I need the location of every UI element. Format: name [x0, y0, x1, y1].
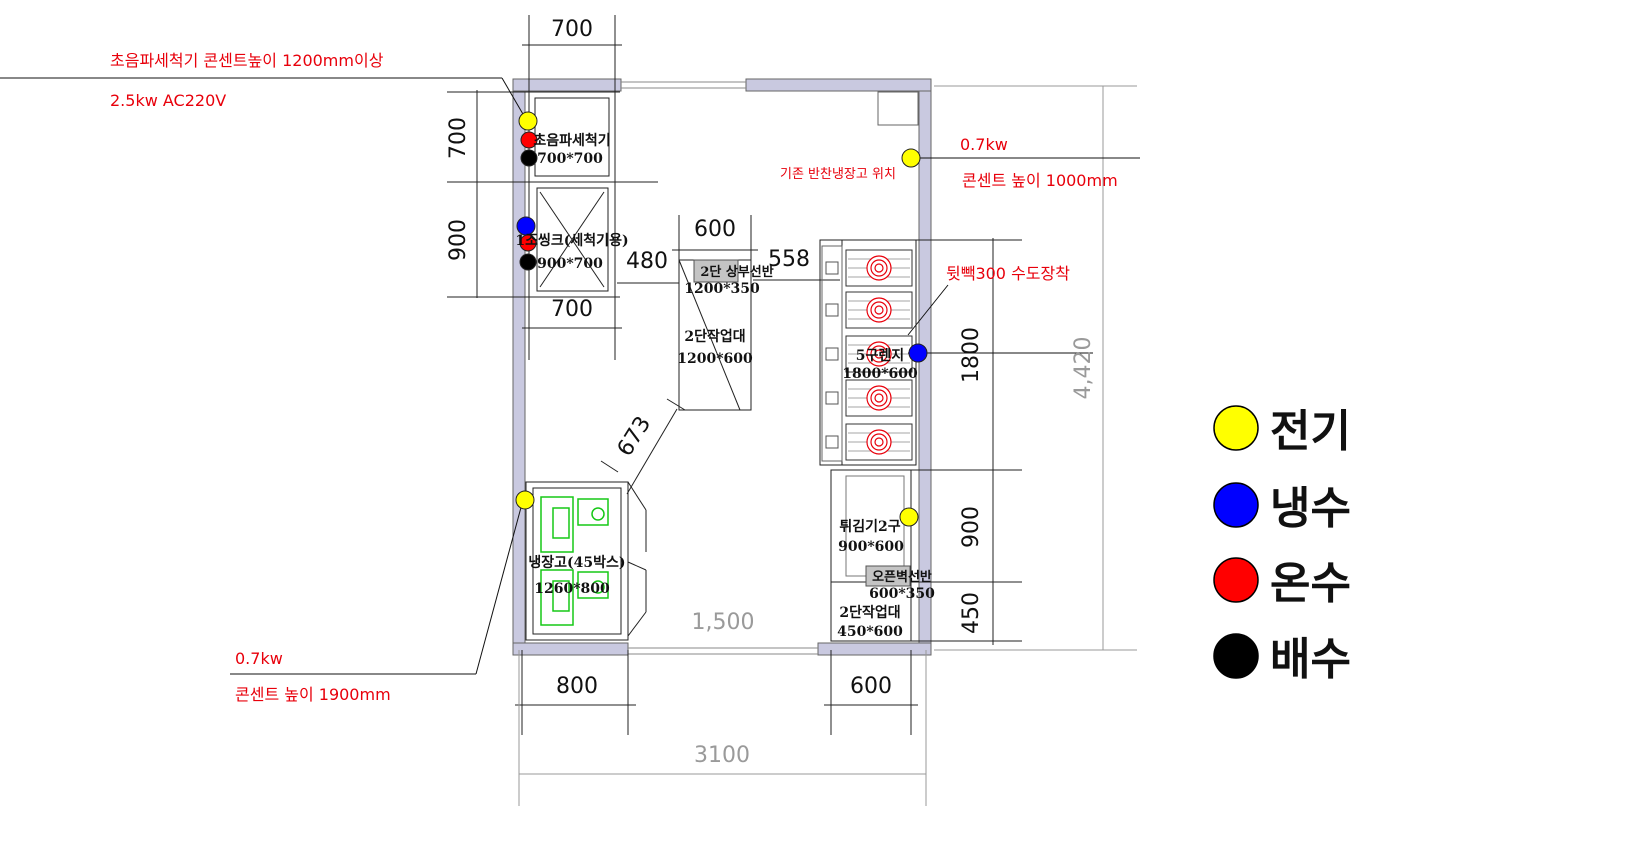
burner-knob	[825, 435, 839, 449]
sink	[528, 181, 616, 298]
burner-ring	[874, 349, 884, 359]
burner-knob	[825, 261, 839, 275]
fridge	[525, 481, 647, 641]
cold-water-point-range	[908, 343, 928, 363]
power-point-fridge	[515, 490, 535, 510]
small-table-name: 2단작업대	[839, 604, 900, 621]
range-name: 5구렌지	[856, 347, 904, 364]
dim-480: 480	[626, 249, 668, 274]
fryer-size: 900*600	[838, 539, 904, 555]
open-shelf-size: 600*350	[869, 586, 935, 602]
burner-ring	[874, 393, 884, 403]
legend-label-hot-water: 온수	[1270, 558, 1351, 609]
legend-swatch-drain	[1213, 633, 1259, 679]
burner-grate	[845, 423, 913, 461]
burner-ring	[874, 305, 884, 315]
range-burners	[825, 249, 913, 461]
burner-grate	[845, 291, 913, 329]
dim-bottom-800: 800	[556, 674, 598, 699]
dim-right-1800: 1800	[959, 327, 984, 383]
ultrasonic-outlet-note: 초음파세척기 콘센트높이 1200mm이상	[110, 51, 384, 70]
ultrasonic-size: 700*700	[537, 151, 603, 167]
drain-point-sink	[519, 253, 537, 271]
range-size: 1800*600	[842, 366, 918, 382]
small-table-size: 450*600	[837, 624, 903, 640]
fridge-power-note: 0.7kw	[235, 649, 283, 668]
legend: 전기 냉수 온수 배수	[1213, 405, 1351, 685]
fridge-name: 냉장고(45박스)	[528, 554, 625, 571]
fryer-name: 튀김기2구	[839, 518, 900, 535]
ultrasonic-power-note: 2.5kw AC220V	[110, 91, 226, 110]
dim-1500: 1,500	[692, 610, 755, 635]
burner-ring	[874, 437, 884, 447]
hot-water-point-sink	[519, 234, 537, 252]
shelf-name: 2단 상부선반	[700, 264, 773, 280]
worktable-size: 1200*600	[677, 351, 753, 367]
dim-right-450: 450	[959, 592, 984, 634]
shelf-size: 1200*350	[684, 281, 760, 297]
room-walls	[512, 78, 932, 656]
hot-water-point-ultrasonic	[520, 131, 538, 149]
old-fridge-position-note: 기존 반찬냉장고 위치	[780, 167, 896, 182]
legend-swatch-cold-water	[1213, 482, 1259, 528]
legend-swatch-electric	[1213, 405, 1259, 451]
burner-knob	[825, 347, 839, 361]
dim-total-3100: 3100	[694, 743, 750, 768]
fridge-outlet-note: 콘센트 높이 1900mm	[235, 685, 391, 704]
dim-top-700: 700	[551, 17, 593, 42]
back-faucet-note: 뒷빽300 수도장착	[946, 264, 1070, 283]
sink-size: 900*700	[537, 256, 603, 272]
burner-knob	[825, 391, 839, 405]
worktable-name: 2단작업대	[684, 328, 745, 345]
legend-swatch-hot-water	[1213, 557, 1259, 603]
dim-558: 558	[768, 247, 810, 272]
dim-4420: 4,420	[1071, 337, 1096, 400]
small-worktable	[830, 565, 912, 642]
burner-knob	[825, 303, 839, 317]
power-point-fryer	[899, 507, 919, 527]
power-point-ultrasonic	[518, 111, 538, 131]
burner-grate	[845, 249, 913, 287]
ultrasonic-name: 초음파세척기	[533, 133, 610, 149]
utility-points	[515, 111, 928, 527]
fridge-size: 1260*800	[534, 581, 610, 597]
sink-name: 1조씽크(세척기용)	[515, 233, 628, 249]
dim-bottom-600: 600	[850, 674, 892, 699]
dim-673: 673	[613, 412, 656, 461]
drain-point-ultrasonic	[520, 149, 538, 167]
legend-label-electric: 전기	[1270, 406, 1351, 457]
overall-dimension-lines	[518, 85, 1137, 806]
old-fridge-power-note: 0.7kw	[960, 135, 1008, 154]
old-fridge-outlet-note: 콘센트 높이 1000mm	[962, 171, 1118, 190]
dim-600-top: 600	[694, 217, 736, 242]
dim-mid-700: 700	[551, 297, 593, 322]
legend-label-drain: 배수	[1270, 634, 1351, 685]
dim-left-700: 700	[446, 117, 471, 159]
power-point-old-fridge	[901, 148, 921, 168]
worktable	[678, 259, 752, 411]
open-shelf-name: 오픈벽선반	[872, 569, 932, 585]
dim-right-900: 900	[959, 506, 984, 548]
dim-left-900: 900	[446, 219, 471, 261]
burner-grate	[845, 379, 913, 417]
burner-ring	[874, 263, 884, 273]
legend-label-cold-water: 냉수	[1270, 483, 1351, 534]
